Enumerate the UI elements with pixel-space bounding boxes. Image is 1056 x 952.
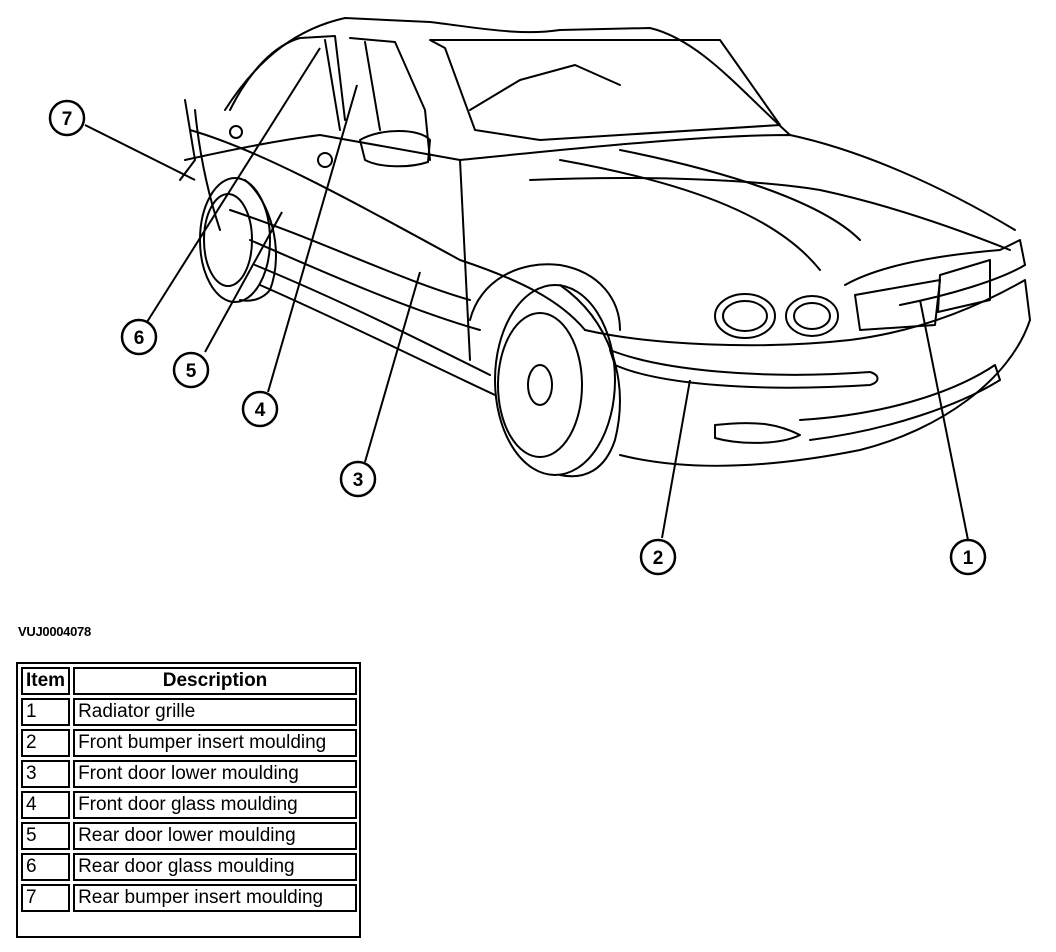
callout-circle — [120, 318, 158, 356]
callout-3: 3 — [339, 460, 377, 498]
legend-row: 1 Radiator grille — [21, 698, 357, 726]
callout-circle — [949, 538, 987, 576]
legend-item-description: Front bumper insert moulding — [73, 729, 357, 757]
legend-item-description: Radiator grille — [73, 698, 357, 726]
legend-row: 7 Rear bumper insert moulding — [21, 884, 357, 912]
car-line-drawing — [179, 17, 1031, 478]
callout-4: 4 — [241, 390, 279, 428]
legend-item-number: 6 — [21, 853, 71, 881]
legend-item-number: 2 — [21, 729, 71, 757]
callout-label: 3 — [353, 470, 364, 491]
callout-circle — [639, 538, 677, 576]
header-item: Item — [21, 667, 71, 695]
car-moulding-diagram: 1 2 3 4 5 6 7 — [48, 17, 1031, 576]
legend-item-description: Front door glass moulding — [73, 791, 357, 819]
legend-row: 2 Front bumper insert moulding — [21, 729, 357, 757]
legend-item-number: 3 — [21, 760, 71, 788]
legend-row: 5 Rear door lower moulding — [21, 822, 357, 850]
callout-circle — [339, 460, 377, 498]
legend-table: Item Description 1 Radiator grille 2 Fro… — [16, 662, 361, 938]
legend-item-description: Front door lower moulding — [73, 760, 357, 788]
legend-row: 3 Front door lower moulding — [21, 760, 357, 788]
callout-1: 1 — [949, 538, 987, 576]
figure-id: VUJ0004078 — [18, 624, 91, 639]
legend-item-number: 5 — [21, 822, 71, 850]
callout-circle — [172, 351, 210, 389]
callout-label: 5 — [186, 361, 197, 382]
legend-item-number: 7 — [21, 884, 71, 912]
callout-label: 7 — [62, 109, 73, 130]
callout-label: 6 — [134, 328, 145, 349]
header-description: Description — [73, 667, 357, 695]
leader-lines — [84, 47, 969, 541]
legend-item-number: 4 — [21, 791, 71, 819]
legend-item-number: 1 — [21, 698, 71, 726]
callout-markers: 1 2 3 4 5 6 7 — [48, 99, 987, 576]
callout-5: 5 — [172, 351, 210, 389]
legend-header-row: Item Description — [21, 667, 357, 695]
callout-circle — [48, 99, 86, 137]
callout-6: 6 — [120, 318, 158, 356]
callout-label: 1 — [963, 548, 974, 569]
legend-row: 4 Front door glass moulding — [21, 791, 357, 819]
legend-row: 6 Rear door glass moulding — [21, 853, 357, 881]
callout-circle — [241, 390, 279, 428]
legend-item-description: Rear door lower moulding — [73, 822, 357, 850]
callout-label: 2 — [653, 548, 664, 569]
legend-item-description: Rear door glass moulding — [73, 853, 357, 881]
callout-7: 7 — [48, 99, 86, 137]
callout-2: 2 — [639, 538, 677, 576]
callout-label: 4 — [255, 400, 266, 421]
legend-item-description: Rear bumper insert moulding — [73, 884, 357, 912]
